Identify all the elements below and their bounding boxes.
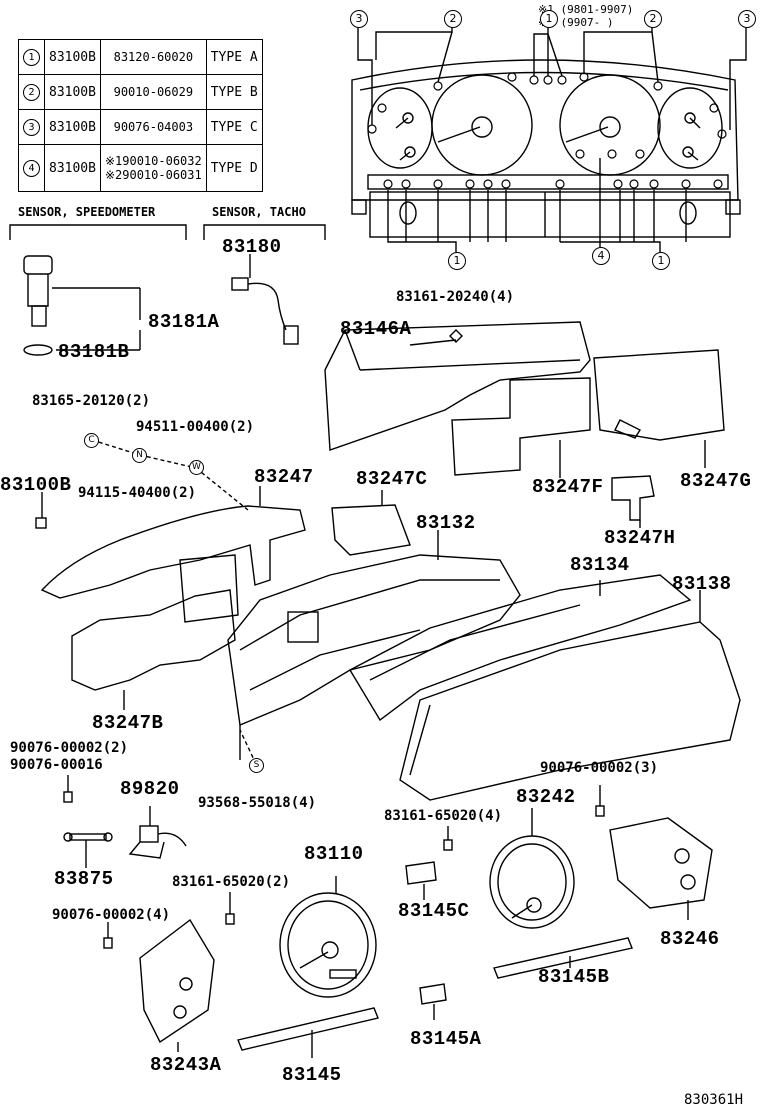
bracket-83247 (40, 486, 306, 599)
fastener-w: W (189, 460, 204, 475)
table-row: 4 83100B ※190010-06032※290010-06031 TYPE… (18, 144, 263, 192)
callout-1: 1 (652, 252, 670, 270)
screws (35, 492, 605, 949)
base-part: 83100B (44, 39, 101, 75)
gauge-83246 (609, 817, 713, 920)
gauge-83243A (139, 918, 215, 1052)
label-83145b: 83145B (538, 966, 610, 988)
part-number-alt: ※290010-06031 (104, 168, 202, 182)
fastener-c: C (84, 433, 99, 448)
label-83145a: 83145A (410, 1028, 482, 1050)
type-label: TYPE A (205, 39, 263, 75)
type-label: TYPE B (205, 74, 263, 110)
label-83110: 83110 (304, 843, 364, 865)
cluster-front-view (351, 22, 747, 252)
label-83134: 83134 (570, 554, 630, 576)
label-83247b: 83247B (92, 712, 164, 734)
label-83138: 83138 (672, 573, 732, 595)
ref-number: 2 (23, 83, 40, 101)
part-number: 90010-06029 (99, 74, 207, 110)
rear-cover-drawing (324, 321, 591, 451)
label-90076-00002-3: 90076-00002(3) (540, 760, 659, 776)
label-94511-00400: 94511-00400(2) (136, 419, 255, 435)
note-1: ※1 (9801-9907) (538, 3, 634, 16)
tacho-sensor-drawing (203, 224, 326, 345)
label-83161-65020-2: 83161-65020(2) (172, 874, 291, 890)
label-83247f: 83247F (532, 476, 604, 498)
plate-83145B (493, 937, 633, 979)
bracket-83247B (71, 554, 239, 710)
ref-number: 4 (23, 159, 40, 177)
diagram-code: 830361H (684, 1092, 744, 1108)
plate-83145 (237, 1007, 379, 1058)
callout-4: 4 (592, 247, 610, 265)
label-83247c: 83247C (356, 468, 428, 490)
hood-83138 (399, 590, 741, 801)
label-83181b: 83181B (58, 341, 130, 363)
ref-number: 1 (23, 48, 40, 66)
label-83247: 83247 (254, 466, 314, 488)
label-90076-00016: 90076-00016 (10, 757, 103, 773)
label-83247g: 83247G (680, 470, 752, 492)
label-83875: 83875 (54, 868, 114, 890)
label-83146a: 83146A (340, 318, 412, 340)
label-89820: 89820 (120, 778, 180, 800)
table-row: 1 83100B 83120-60020 TYPE A (18, 39, 263, 75)
label-83145c: 83145C (398, 900, 470, 922)
fastener-s: S (249, 758, 264, 773)
callout-2: 2 (644, 10, 662, 28)
tachometer-83242 (489, 808, 575, 929)
lens-83145C (405, 861, 437, 900)
label-94115-40400: 94115-40400(2) (78, 485, 197, 501)
wire-83875 (63, 832, 113, 868)
table-row: 3 83100B 90076-04003 TYPE C (18, 109, 263, 145)
callout-3: 3 (738, 10, 756, 28)
label-83161-65020-4: 83161-65020(4) (384, 808, 503, 824)
lens-83134 (349, 574, 692, 722)
label-83181a: 83181A (148, 311, 220, 333)
pcb-83247G (593, 349, 725, 468)
table-row: 2 83100B 90010-06029 TYPE B (18, 74, 263, 110)
callout-1: 1 (448, 252, 466, 270)
bulb-89820 (128, 806, 187, 859)
label-83132: 83132 (416, 512, 476, 534)
label-83242: 83242 (516, 786, 576, 808)
label-83243a: 83243A (150, 1054, 222, 1076)
label-83165-20120: 83165-20120(2) (32, 393, 151, 409)
fastener-leaders (91, 439, 257, 765)
ref-number: 3 (23, 118, 40, 136)
part-number: 83120-60020 (99, 39, 207, 75)
label-83100b: 83100B (0, 474, 72, 496)
speedometer-83110 (279, 876, 377, 998)
section-speedo-sensor: SENSOR, SPEEDOMETER (18, 205, 156, 219)
base-part: 83100B (44, 109, 101, 145)
section-tacho-sensor: SENSOR, TACHO (212, 205, 306, 219)
label-83180: 83180 (222, 236, 282, 258)
housing-83132 (227, 530, 521, 760)
callout-1: 1 (540, 10, 558, 28)
part-number: 90076-04003 (99, 109, 207, 145)
reference-table: 1 83100B 83120-60020 TYPE A 2 83100B 900… (18, 39, 263, 192)
label-83161-20240: 83161-20240(4) (396, 289, 515, 305)
part-number: ※190010-06032 (104, 154, 202, 168)
bracket-83247H (611, 475, 655, 528)
speedometer-sensor-drawing (9, 224, 187, 356)
lens-83145A (419, 983, 447, 1020)
label-83246: 83246 (660, 928, 720, 950)
type-label: TYPE C (205, 109, 263, 145)
label-83145: 83145 (282, 1064, 342, 1086)
base-part: 83100B (44, 74, 101, 110)
type-label: TYPE D (205, 144, 263, 192)
fastener-n: N (132, 448, 147, 463)
label-83247h: 83247H (604, 527, 676, 549)
callout-3: 3 (350, 10, 368, 28)
base-part: 83100B (44, 144, 101, 192)
label-90076-00002-4: 90076-00002(4) (52, 907, 171, 923)
pcb-83247F (451, 377, 591, 478)
label-93568-55018: 93568-55018(4) (198, 795, 317, 811)
label-90076-00002-2: 90076-00002(2) (10, 740, 129, 756)
callout-2: 2 (444, 10, 462, 28)
bracket-83247C (331, 490, 411, 556)
